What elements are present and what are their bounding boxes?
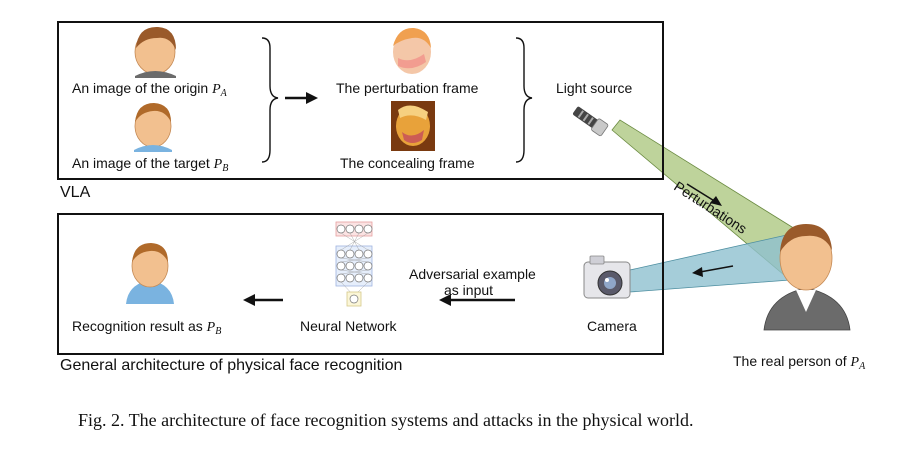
target-text: An image of the target	[72, 155, 210, 171]
adversarial-label-line1: Adversarial example	[409, 266, 536, 282]
adversarial-label-line2: as input	[444, 282, 494, 298]
light-source-label: Light source	[556, 80, 633, 96]
right-brace	[515, 37, 533, 163]
origin-text: An image of the origin	[72, 80, 209, 96]
target-var: P	[213, 157, 223, 172]
origin-var: P	[212, 82, 221, 97]
real-person-var: P	[850, 355, 860, 370]
target-label: An image of the target PB	[72, 155, 228, 177]
perturbation-frame-label: The perturbation frame	[336, 80, 479, 96]
origin-sub: A	[220, 88, 227, 99]
recognition-result-sub: B	[215, 326, 222, 337]
vla-box-label: VLA	[60, 184, 91, 201]
recognition-result-var: P	[206, 320, 216, 335]
real-person-sub: A	[859, 361, 866, 372]
camera-label: Camera	[587, 318, 637, 334]
recognition-result-text: Recognition result as	[72, 318, 203, 334]
recognition-box-label: General architecture of physical face re…	[60, 357, 403, 374]
recognition-result-label: Recognition result as PB	[72, 318, 221, 340]
target-sub: B	[222, 163, 229, 174]
figure-caption: Fig. 2. The architecture of face recogni…	[78, 410, 694, 430]
origin-label: An image of the origin PA	[72, 80, 227, 102]
vla-box	[57, 21, 664, 180]
recognition-box	[57, 213, 664, 355]
neural-network-label: Neural Network	[300, 318, 397, 334]
concealing-frame-label: The concealing frame	[340, 155, 475, 171]
real-person-text: The real person of	[733, 353, 847, 369]
neural-network-icon	[335, 221, 373, 307]
real-person-label: The real person of PA	[733, 353, 865, 375]
left-brace	[261, 37, 279, 163]
